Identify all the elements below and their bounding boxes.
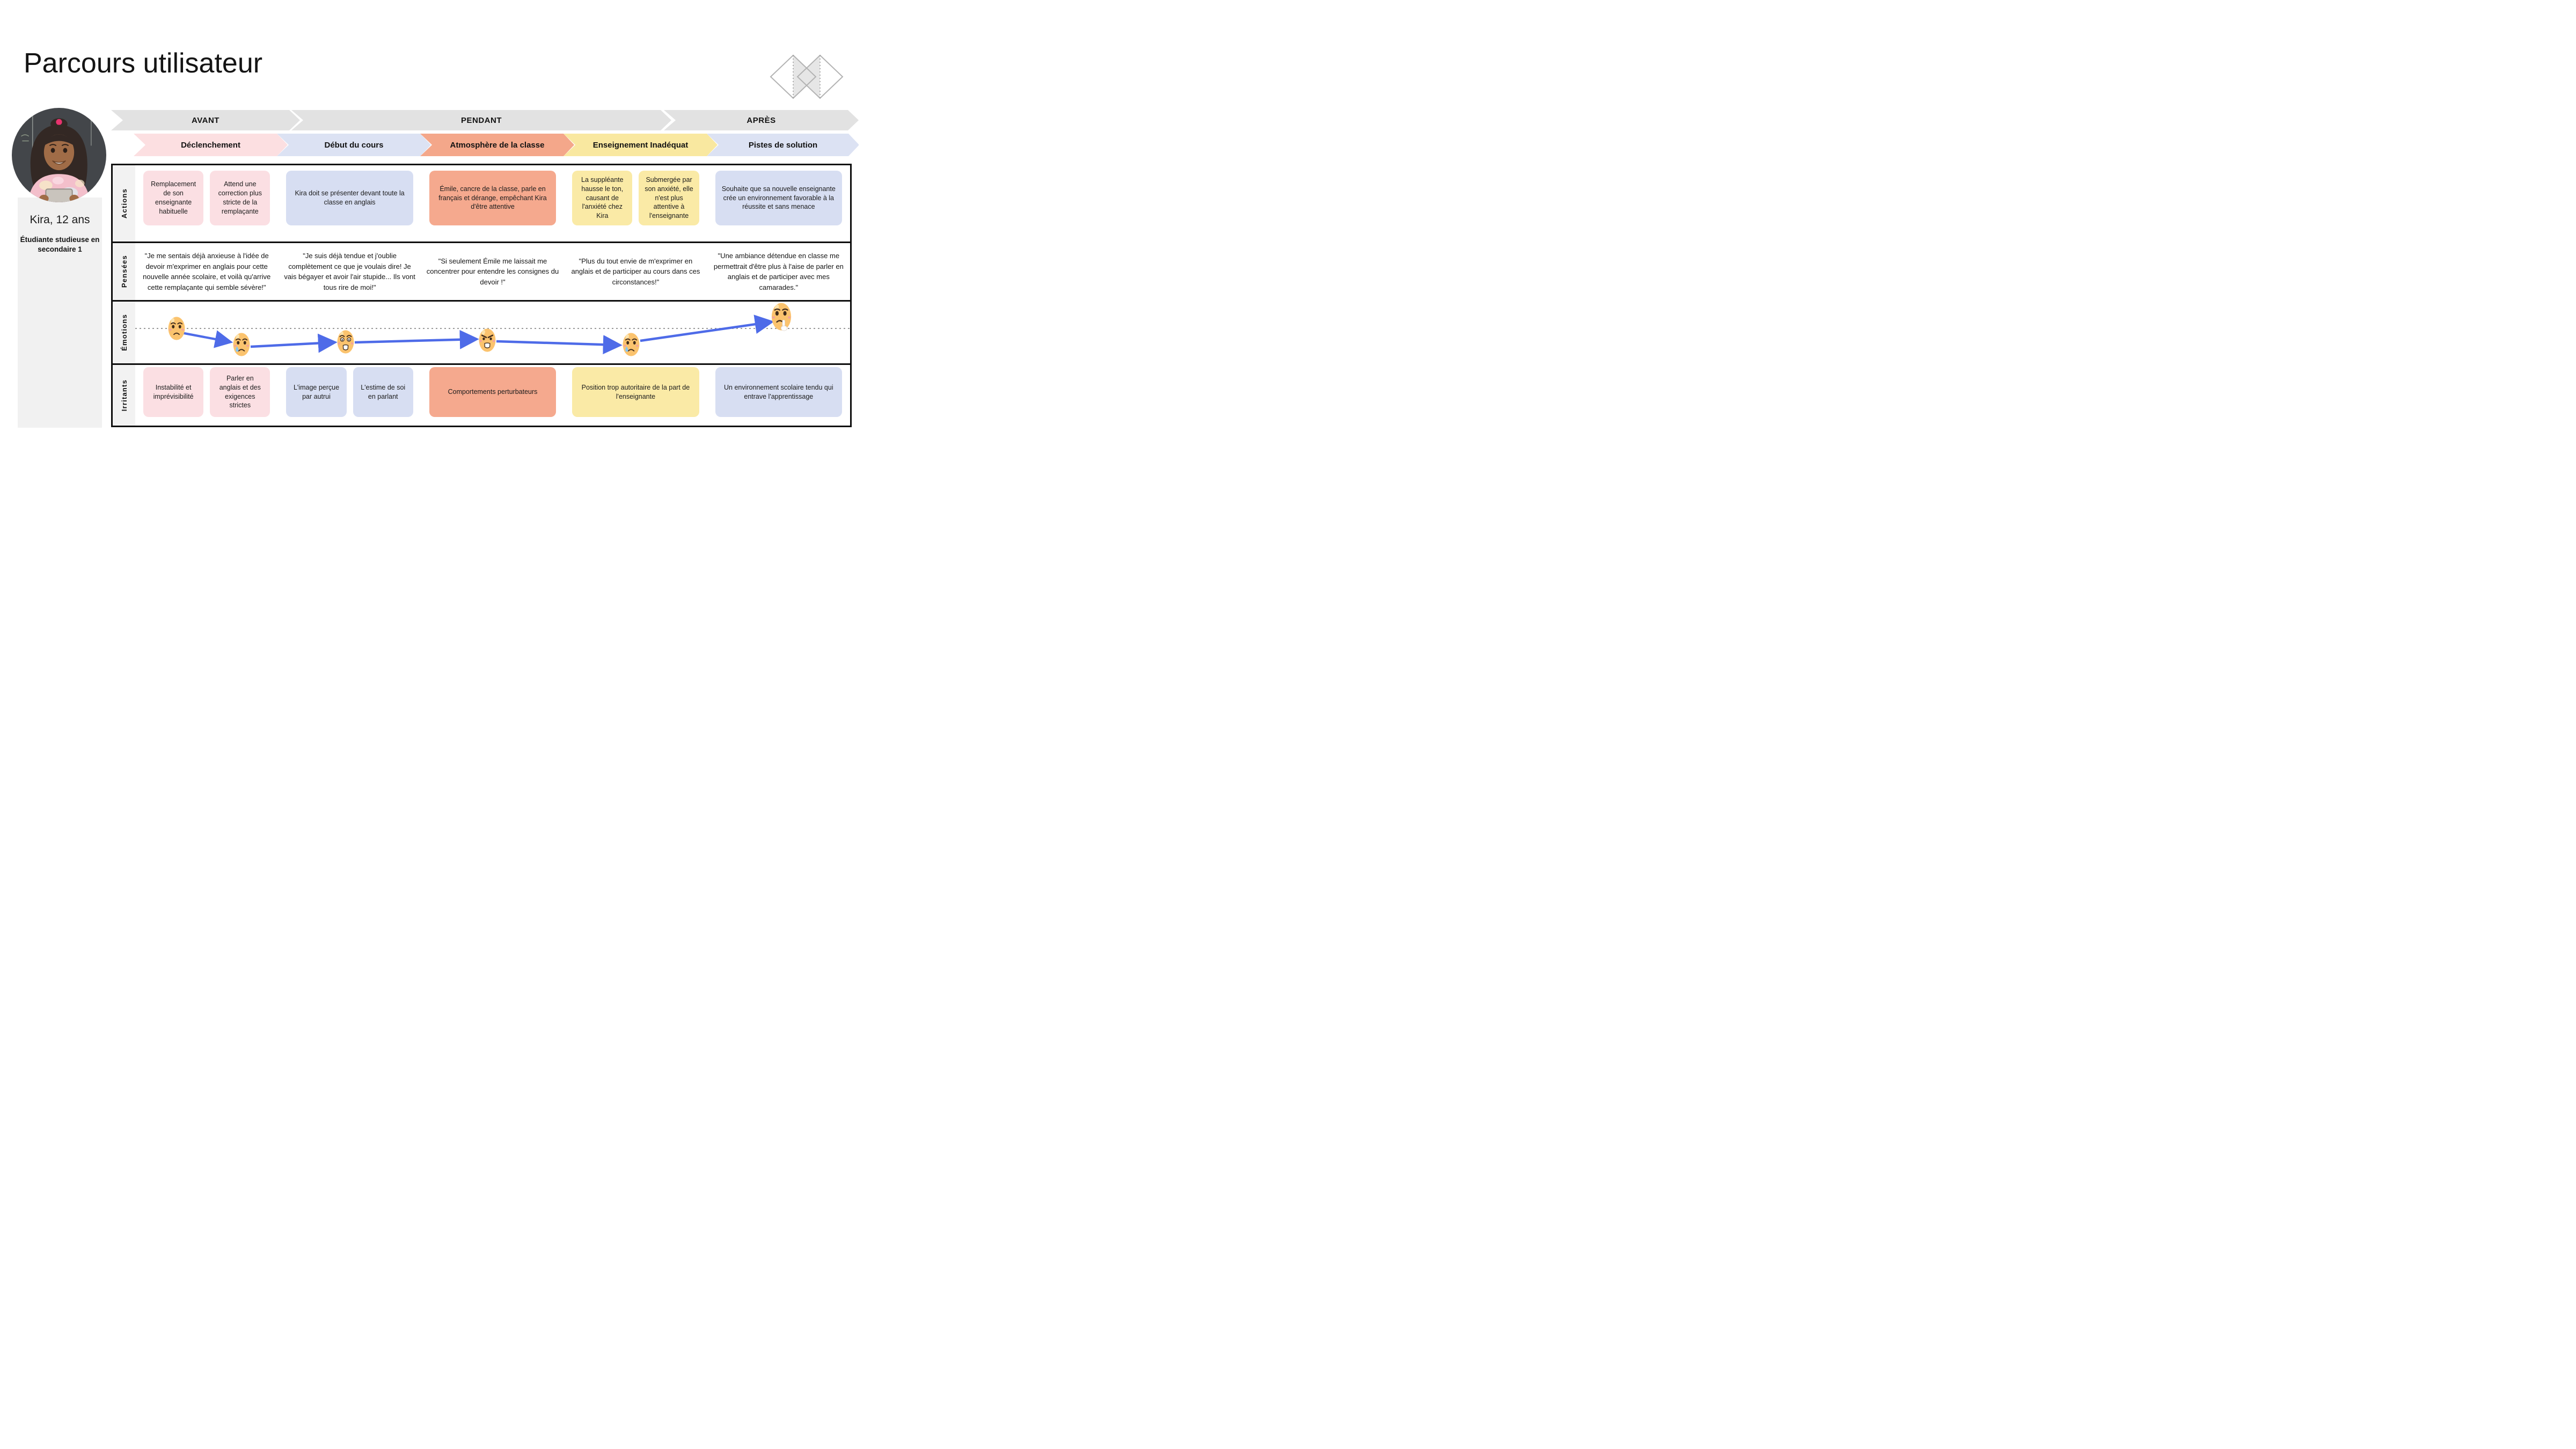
actions-cell-enseignement: La suppléante hausse le ton, causant de … xyxy=(564,165,707,241)
persona-panel xyxy=(18,197,102,428)
phase-label: AVANT xyxy=(192,115,219,125)
row-actions: Actions Remplacement de son enseignante … xyxy=(113,165,850,241)
pensees-cell-enseignement: "Plus du tout envie de m'exprimer en ang… xyxy=(564,243,707,300)
row-pensees: Pensées "Je me sentais déjà anxieuse à l… xyxy=(113,241,850,300)
stage-chevron-declenchement: Déclenchement xyxy=(134,134,288,156)
irritants-cell-pistes: Un environnement scolaire tendu qui entr… xyxy=(707,365,850,426)
pensees-cell-declenchement: "Je me sentais déjà anxieuse à l'idée de… xyxy=(135,243,278,300)
emoji-worried-icon xyxy=(168,317,185,340)
double-diamond-logo-icon xyxy=(770,54,844,99)
emotions-curve-area xyxy=(135,302,851,363)
irritant-card: Parler en anglais et des exigences stric… xyxy=(210,367,270,417)
row-emotions: Émotions xyxy=(113,300,851,363)
stage-chevron-debut-du-cours: Début du cours xyxy=(277,134,431,156)
pensees-cell-atmosphere: "Si seulement Émile me laissait me conce… xyxy=(421,243,564,300)
actions-cell-pistes: Souhaite que sa nouvelle enseignante cré… xyxy=(707,165,850,241)
stage-chevron-atmosphere: Atmosphère de la classe xyxy=(420,134,574,156)
emoji-thinking-icon xyxy=(771,303,792,331)
row-irritants: Irritants Instabilité et imprévisibilité… xyxy=(113,363,850,426)
emoji-sad-tear-icon xyxy=(233,333,250,356)
pensees-cell-pistes: "Une ambiance détendue en classe me perm… xyxy=(707,243,850,300)
phase-chevron-pendant: PENDANT xyxy=(291,110,671,130)
thought-quote: "Plus du tout envie de m'exprimer en ang… xyxy=(571,257,700,286)
action-card: Souhaite que sa nouvelle enseignante cré… xyxy=(715,171,843,225)
thought-quote: "Si seulement Émile me laissait me conce… xyxy=(426,257,559,286)
stage-label: Début du cours xyxy=(324,140,384,150)
actions-cell-declenchement: Remplacement de son enseignante habituel… xyxy=(135,165,278,241)
persona-name: Kira, 12 ans xyxy=(30,214,90,226)
stage-label: Atmosphère de la classe xyxy=(450,140,545,150)
stage-chevron-pistes: Pistes de solution xyxy=(707,134,859,156)
phase-label: APRÈS xyxy=(747,115,776,125)
row-label-emotions: Émotions xyxy=(113,302,135,363)
action-card: La suppléante hausse le ton, causant de … xyxy=(572,171,633,225)
phase-label: PENDANT xyxy=(460,115,502,125)
thought-quote: "Je suis déjà tendue et j'oublie complèt… xyxy=(284,252,415,291)
emoji-angry-icon xyxy=(479,328,496,352)
action-card: Remplacement de son enseignante habituel… xyxy=(143,171,204,225)
action-card: Émile, cancre de la classe, parle en fra… xyxy=(429,171,557,225)
thought-quote: "Je me sentais déjà anxieuse à l'idée de… xyxy=(143,252,271,291)
emotion-curve xyxy=(135,314,851,355)
irritant-card: Position trop autoritaire de la part de … xyxy=(572,367,699,417)
phase-chevron-avant: AVANT xyxy=(111,110,300,130)
row-label-irritants: Irritants xyxy=(113,365,135,426)
irritant-card: Un environnement scolaire tendu qui entr… xyxy=(715,367,843,417)
action-card: Kira doit se présenter devant toute la c… xyxy=(286,171,413,225)
row-label-actions: Actions xyxy=(113,165,135,241)
persona-description: Étudiante studieuse en secondaire 1 xyxy=(20,236,100,254)
page-title: Parcours utilisateur xyxy=(24,48,263,79)
emoji-sad-tear-icon xyxy=(623,333,640,356)
stage-label: Enseignement Inadéquat xyxy=(592,140,689,150)
thought-quote: "Une ambiance détendue en classe me perm… xyxy=(713,252,844,291)
irritant-card: L'image perçue par autrui xyxy=(286,367,347,417)
actions-cell-atmosphere: Émile, cancre de la classe, parle en fra… xyxy=(421,165,564,241)
journey-table: Actions Remplacement de son enseignante … xyxy=(111,164,852,427)
irritant-card: Comportements perturbateurs xyxy=(429,367,557,417)
irritants-cell-debut: L'image perçue par autrui L'estime de so… xyxy=(278,365,421,426)
irritants-cell-atmosphere: Comportements perturbateurs xyxy=(421,365,564,426)
stage-chevron-enseignement: Enseignement Inadéquat xyxy=(564,134,718,156)
stage-label: Pistes de solution xyxy=(748,140,818,150)
row-label-pensees: Pensées xyxy=(113,243,135,300)
header-bands: AVANT PENDANT APRÈS Déclenchement Début … xyxy=(111,110,859,158)
irritant-card: Instabilité et imprévisibilité xyxy=(143,367,204,417)
actions-cell-debut: Kira doit se présenter devant toute la c… xyxy=(278,165,421,241)
emoji-anguished-icon xyxy=(337,330,354,354)
action-card: Submergée par son anxiété, elle n'est pl… xyxy=(639,171,699,225)
irritant-card: L'estime de soi en parlant xyxy=(353,367,413,417)
persona-photo xyxy=(12,108,106,202)
journey-map-page: Parcours utilisateur xyxy=(0,0,859,483)
pensees-cell-debut: "Je suis déjà tendue et j'oublie complèt… xyxy=(278,243,421,300)
phase-chevron-apres: APRÈS xyxy=(664,110,859,130)
irritants-cell-enseignement: Position trop autoritaire de la part de … xyxy=(564,365,707,426)
action-card: Attend une correction plus stricte de la… xyxy=(210,171,270,225)
irritants-cell-declenchement: Instabilité et imprévisibilité Parler en… xyxy=(135,365,278,426)
stage-label: Déclenchement xyxy=(181,140,240,150)
